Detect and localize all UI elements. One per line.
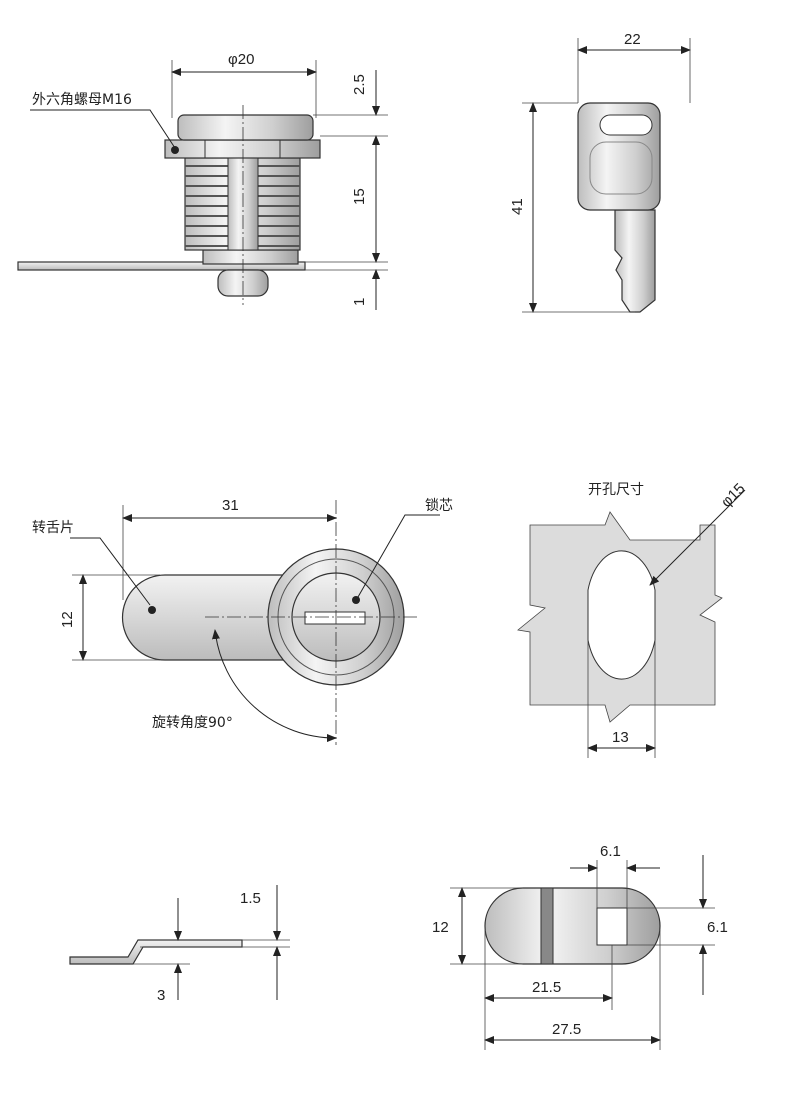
cam-top-view: 6.1 12 6.1 21.5 27.5 <box>432 843 728 1050</box>
key-view: 22 41 <box>509 31 691 313</box>
cutout-view: 开孔尺寸 φ15 13 <box>517 480 749 758</box>
square-height-label: 6.1 <box>707 919 728 936</box>
cam-profile-view: 1.5 3 <box>69 885 290 1004</box>
key-ring-hole <box>599 114 653 136</box>
cam-top-outline <box>484 887 661 965</box>
cutout-flat-label: 13 <box>612 729 629 746</box>
flange <box>177 114 314 141</box>
profile-offset-label: 3 <box>157 987 165 1004</box>
cam-square-hole <box>596 907 628 946</box>
cam-bend-line <box>540 887 554 965</box>
front-length-label: 31 <box>222 497 239 514</box>
cam-plate <box>17 261 306 271</box>
hex-nut <box>164 139 321 159</box>
hole-pos-label: 21.5 <box>532 979 561 996</box>
cam-bent-profile <box>69 939 243 965</box>
side-dia-label: φ20 <box>228 51 254 68</box>
cutout-hole <box>587 550 656 680</box>
keyway <box>304 611 366 625</box>
front-view: 31 12 转舌片 锁芯 旋转角度90° <box>32 497 453 745</box>
square-width-label: 6.1 <box>600 843 621 860</box>
profile-thickness-label: 1.5 <box>240 890 261 907</box>
body-label: 15 <box>351 188 368 205</box>
cutout-title: 开孔尺寸 <box>588 482 644 498</box>
key-blade <box>614 209 656 313</box>
front-width-label: 12 <box>59 611 76 628</box>
core-label: 锁芯 <box>425 498 453 514</box>
cam-label: 转舌片 <box>32 520 74 536</box>
bottom-label: 1 <box>351 298 368 306</box>
body-base <box>202 249 299 265</box>
key-grip <box>589 141 653 195</box>
flange-label: 2.5 <box>351 74 368 95</box>
cutout-dia-label: φ15 <box>718 480 749 511</box>
top-length-label: 27.5 <box>552 1021 581 1038</box>
key-width-label: 22 <box>624 31 641 48</box>
nut-marker <box>171 146 179 154</box>
nut-label: 外六角螺母M16 <box>32 92 132 108</box>
side-view: φ20 外六角螺母M16 2.5 15 1 <box>17 51 388 310</box>
key-height-label: 41 <box>509 198 526 215</box>
rotation-label: 旋转角度90° <box>152 715 233 731</box>
thread <box>184 157 301 251</box>
top-width-label: 12 <box>432 919 449 936</box>
